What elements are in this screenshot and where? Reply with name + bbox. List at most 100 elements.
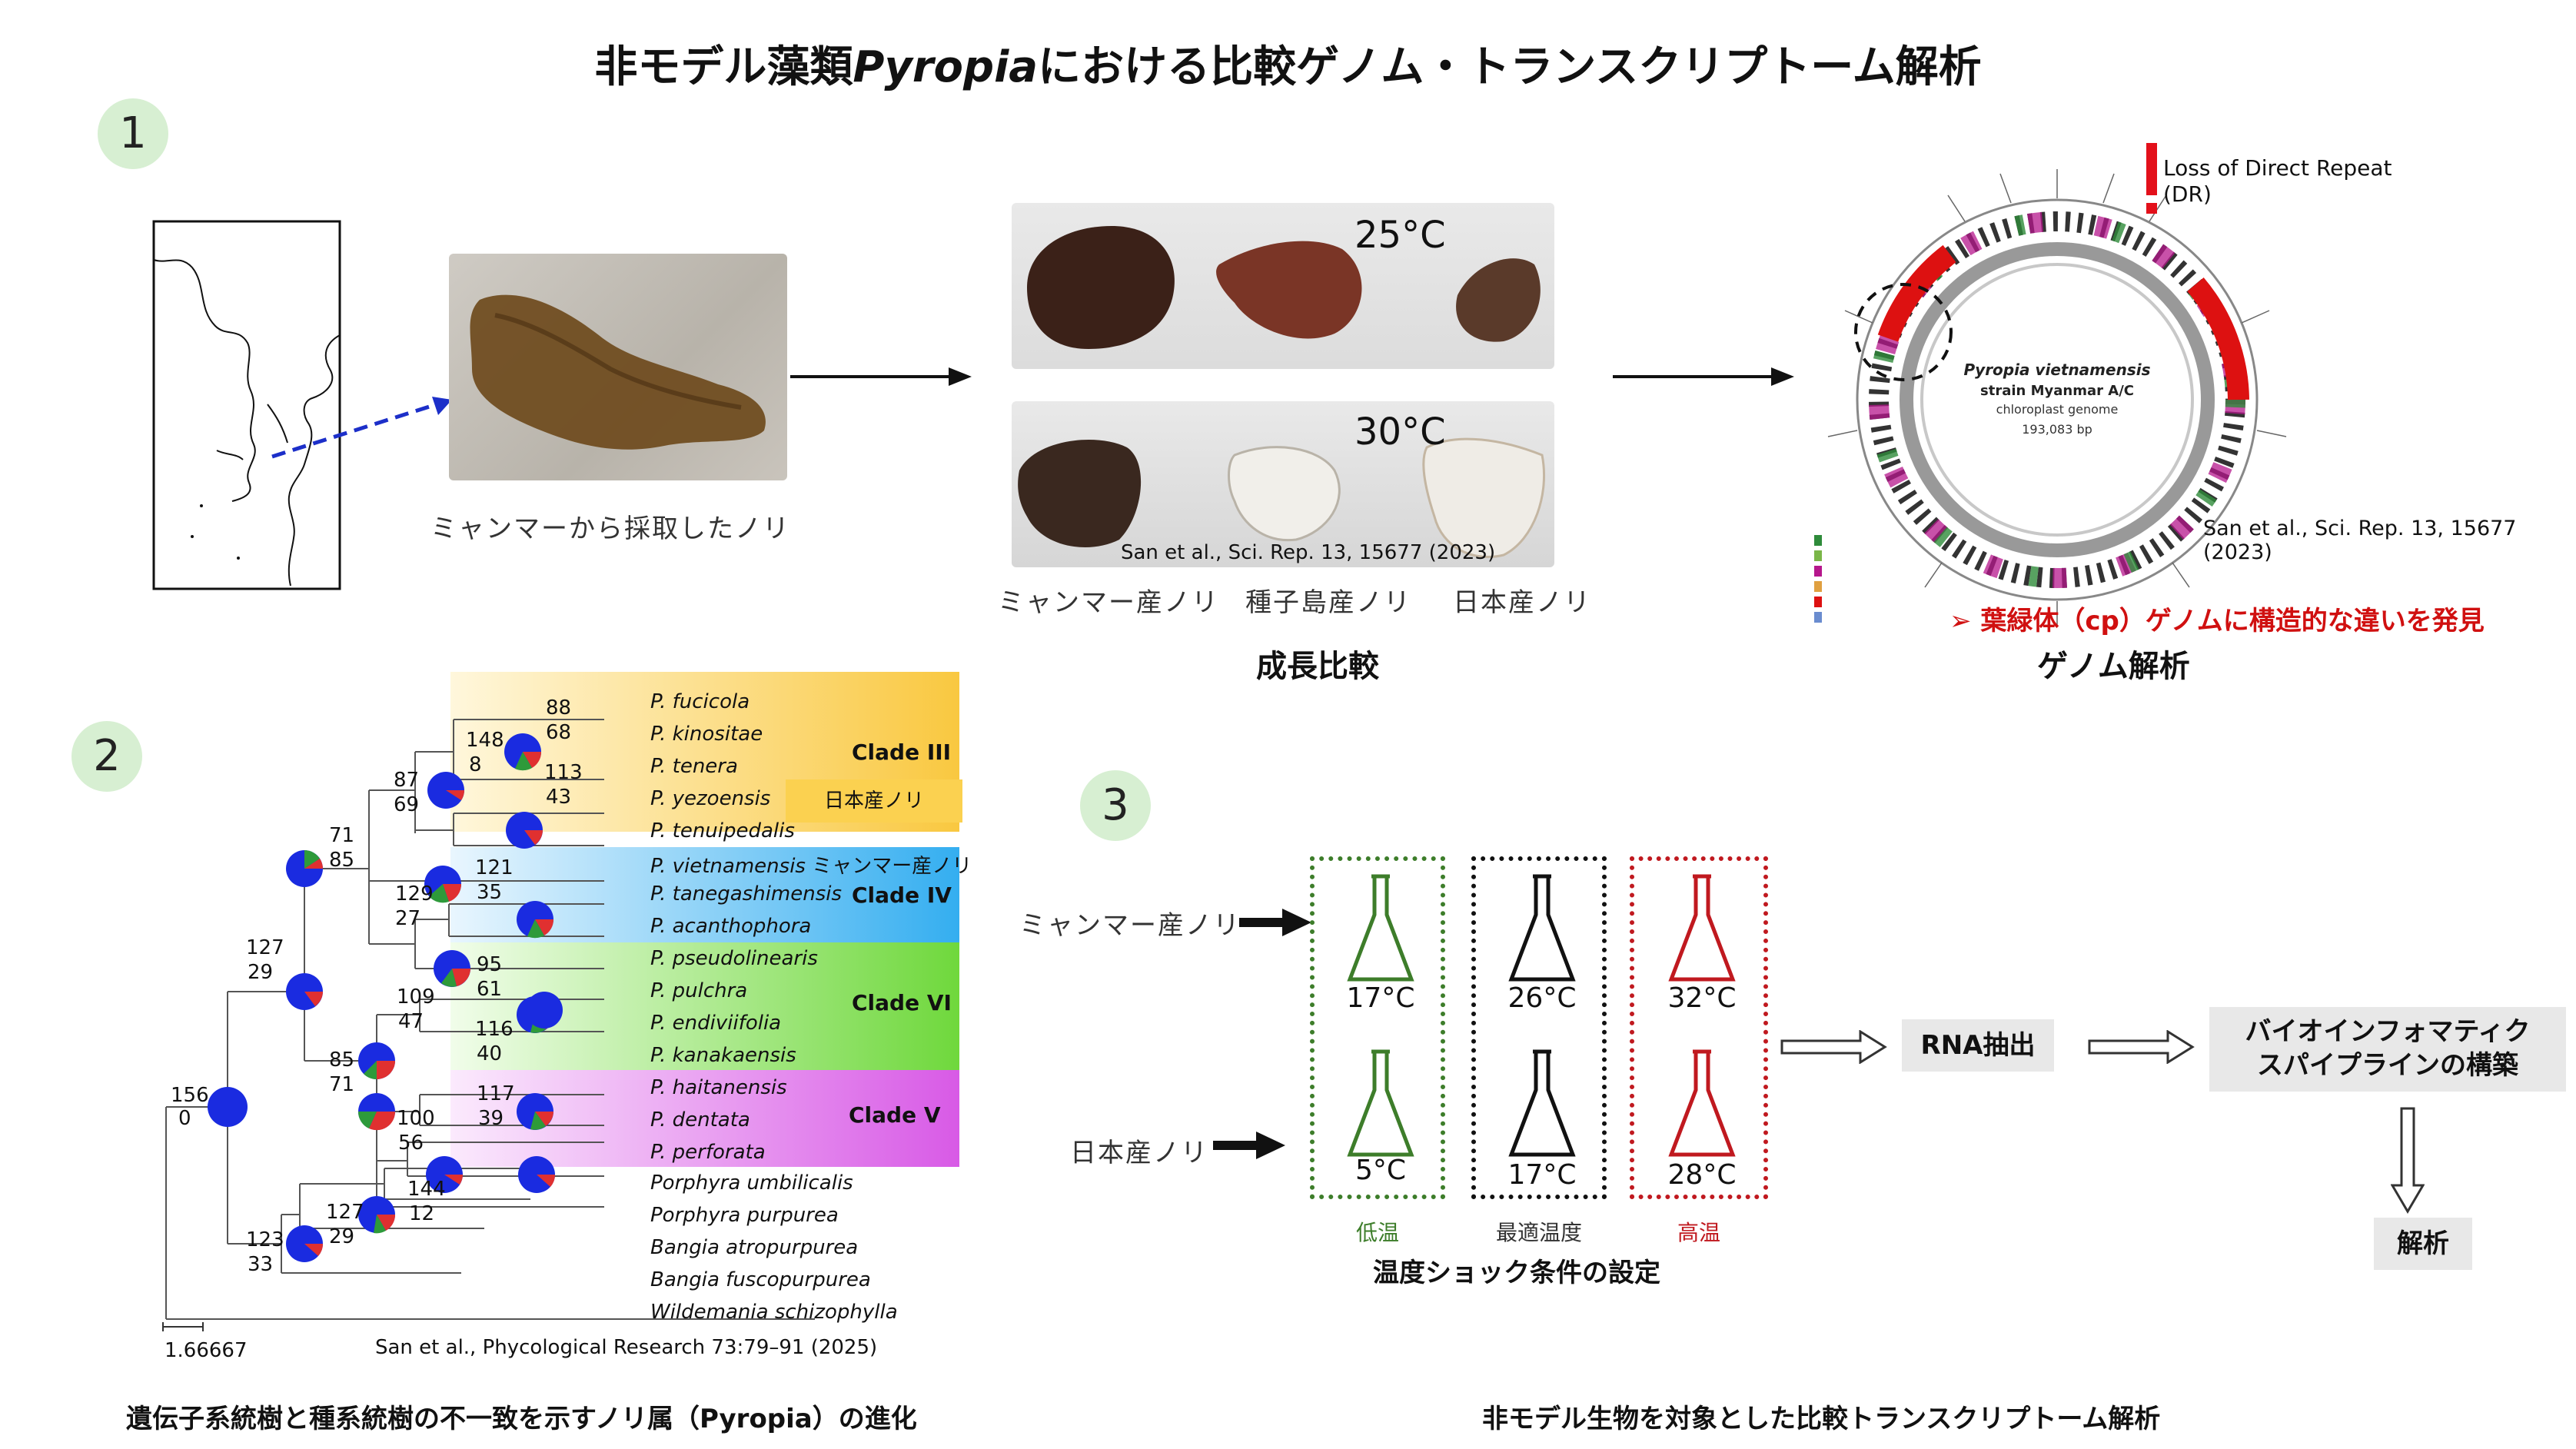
support-label: 0 [178,1107,191,1130]
low-temp-box [1310,856,1445,1199]
support-label: 29 [248,961,274,984]
opt-temp-label: 最適温度 [1495,1220,1582,1245]
growth-comparison-label: 成長比較 [1256,649,1379,684]
support-label: 47 [398,1010,424,1033]
taxon-tanegashimensis: P. tanegashimensis [650,882,843,906]
taxon-dentata: P. dentata [650,1108,750,1132]
clade-v-label: Clade V [849,1102,941,1128]
growth-photo-25 [1012,203,1554,369]
support-label: 33 [248,1253,274,1276]
support-label: 27 [395,907,421,930]
taxon-porphyra-purpurea: Porphyra purpurea [650,1204,839,1227]
phylogenetic-tree [162,719,815,1331]
support-label: 61 [477,978,503,1001]
low-temp-bottom: 5°C [1354,1155,1407,1186]
japan-nori-label: 日本産ノリ [1070,1138,1208,1168]
low-temp-label: 低温 [1355,1220,1399,1245]
taxon-tenuipedalis: P. tenuipedalis [650,819,795,842]
genome-type: chloroplast genome [1996,402,2119,417]
support-label: 39 [478,1107,504,1130]
genome-citation: San et al., Sci. Rep. 13, 15677 (2023) [2203,517,2517,564]
transcriptome-caption: 非モデル生物を対象とした比較トランスクリプトーム解析 [1482,1404,2161,1434]
support-label: 95 [477,953,503,976]
high-temp-top: 32°C [1667,982,1737,1014]
genome-species: Pyropia vietnamensis [1964,361,2151,379]
nori-photo [449,254,787,480]
section-2-badge: 2 [71,721,142,792]
hollow-arrow-to-pipeline [2088,1030,2195,1064]
taxon-vietnamensis: P. vietnamensis ミャンマー産ノリ [650,855,972,878]
genome-analysis-label: ゲノム解析 [2037,649,2190,684]
support-label: 43 [546,786,572,809]
flask-icon [1508,874,1576,982]
support-label: 12 [409,1202,435,1225]
support-label: 69 [394,793,420,816]
taxon-yezoensis: P. yezoensis [650,787,771,810]
taxon-porphyra-umbilicalis: Porphyra umbilicalis [650,1171,853,1195]
page-title: 非モデル藻類Pyropiaにおける比較ゲノム・トランスクリプトーム解析 [594,42,1982,92]
chloroplast-genome-map: Pyropia vietnamensis strain Myanmar A/C … [1814,169,2287,627]
support-label: 71 [329,824,355,847]
rna-extraction-box: RNA抽出 [1902,1019,2054,1072]
taxon-endiviifolia: P. endiviifolia [650,1012,782,1035]
arrow-japan-right [1213,1132,1285,1159]
support-label: 71 [329,1073,355,1096]
support-label: 127 [326,1201,364,1224]
myanmar-nori-label: ミャンマー産ノリ [1019,910,1241,941]
warning-exclamation-icon [2146,143,2157,214]
taxon-acanthophora: P. acanthophora [650,915,812,938]
growth-photo-30 [1012,401,1554,567]
taxon-pseudolinearis: P. pseudolinearis [650,947,818,970]
support-label: 116 [475,1018,514,1041]
genome-size: 193,083 bp [2022,422,2092,437]
high-temp-label: 高温 [1677,1220,1720,1245]
support-label: 68 [546,721,572,744]
optimal-temp-box [1471,856,1607,1199]
growth-citation: San et al., Sci. Rep. 13, 15677 (2023) [1121,541,1496,564]
support-label: 85 [329,1049,355,1072]
taxon-wildemania: Wildemania schizophylla [650,1301,898,1324]
clade-vi-label: Clade VI [852,990,952,1015]
temp-30-label: 30°C [1354,410,1446,454]
high-temp-box [1630,856,1768,1199]
collection-arrow [271,397,452,459]
sample-label-japan: 日本産ノリ [1453,587,1591,618]
nori-caption: ミャンマーから採取したノリ [430,513,790,544]
scale-bar-label: 1.66667 [165,1339,248,1362]
support-label: 129 [395,882,434,906]
flask-icon [1347,874,1414,982]
myanmar-map [152,220,341,590]
taxon-haitanensis: P. haitanensis [650,1076,787,1099]
taxon-tenera: P. tenera [650,755,738,778]
hollow-arrow-down [2391,1107,2425,1214]
support-label: 100 [397,1107,435,1130]
section-3-badge: 3 [1080,770,1151,841]
japan-nori-tag: 日本産ノリ [786,779,962,823]
arrow-myanmar-right [1239,909,1311,936]
genome-strain: strain Myanmar A/C [1980,383,2134,399]
taxon-pulchra: P. pulchra [650,979,748,1002]
support-label: 144 [407,1178,446,1201]
analysis-box: 解析 [2374,1218,2472,1270]
support-label: 113 [544,761,583,784]
support-label: 123 [246,1228,284,1251]
phylogeny-citation: San et al., Phycological Research 73:79–… [375,1336,878,1359]
support-label: 148 [466,729,504,752]
support-label: 127 [246,936,284,959]
flask-icon [1668,1049,1736,1157]
taxon-fucicola: P. fucicola [650,690,750,713]
clade-iii-label: Clade III [852,739,952,765]
support-label: 35 [477,881,503,904]
low-temp-top: 17°C [1346,982,1415,1014]
high-temp-bottom: 28°C [1667,1159,1737,1191]
support-label: 121 [475,856,514,879]
support-label: 109 [397,985,435,1009]
sample-label-myanmar: ミャンマー産ノリ [998,587,1219,618]
pie-charts [208,733,563,1262]
support-label: 87 [394,769,420,792]
condition-setting-label: 温度ショック条件の設定 [1373,1258,1660,1288]
arrow-to-genome [1613,367,1794,386]
section-1-badge: 1 [98,98,168,169]
flask-icon [1508,1049,1576,1157]
support-label: 29 [329,1225,355,1248]
